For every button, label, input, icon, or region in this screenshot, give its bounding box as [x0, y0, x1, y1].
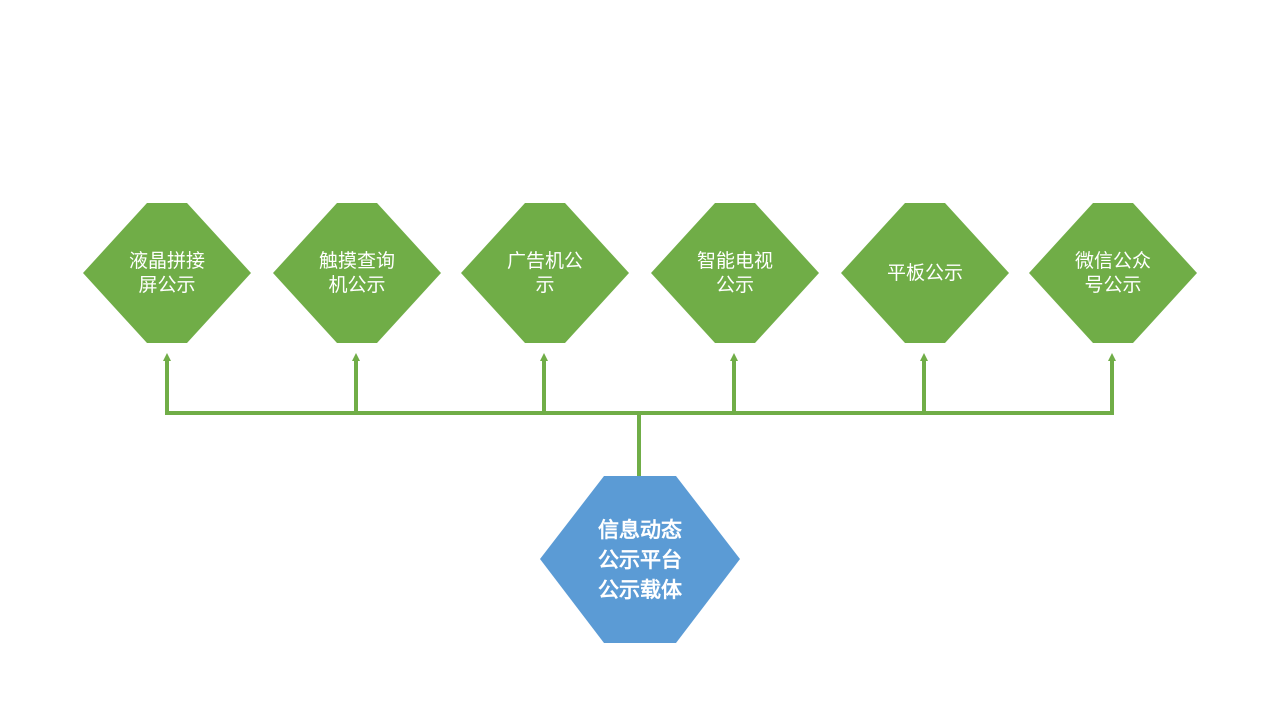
node-label: 触摸查询机公示 — [318, 250, 395, 296]
hexagon-shape — [83, 203, 251, 343]
node-smart-tv: 智能电视公示 — [651, 203, 819, 343]
root-node-label: 信息动态 公示平台 公示载体 — [590, 515, 690, 605]
hexagon-shape — [461, 203, 629, 343]
node-label: 液晶拼接屏公示 — [128, 250, 205, 296]
node-touch-kiosk: 触摸查询机公示 — [273, 203, 441, 343]
node-wechat-official-account: 微信公众号公示 — [1029, 203, 1197, 343]
hexagon-shape — [540, 476, 740, 643]
node-label: 智能电视公示 — [696, 250, 773, 296]
root-node-publicity-platform: 信息动态 公示平台 公示载体 — [540, 476, 740, 643]
node-tablet: 平板公示 — [841, 203, 1009, 343]
root-label-line-3: 公示载体 — [598, 577, 682, 602]
node-label: 广告机公示 — [506, 250, 583, 296]
root-label-line-2: 公示平台 — [598, 547, 682, 572]
hexagon-shape — [1029, 203, 1197, 343]
root-label-line-1: 信息动态 — [598, 517, 682, 542]
node-ad-machine: 广告机公示 — [461, 203, 629, 343]
node-label: 微信公众号公示 — [1074, 250, 1151, 296]
node-lcd-splicing-screen: 液晶拼接屏公示 — [83, 203, 251, 343]
hexagon-shape — [651, 203, 819, 343]
hexagon-shape — [841, 203, 1009, 343]
node-label: 平板公示 — [886, 262, 963, 284]
hexagon-shape — [273, 203, 441, 343]
